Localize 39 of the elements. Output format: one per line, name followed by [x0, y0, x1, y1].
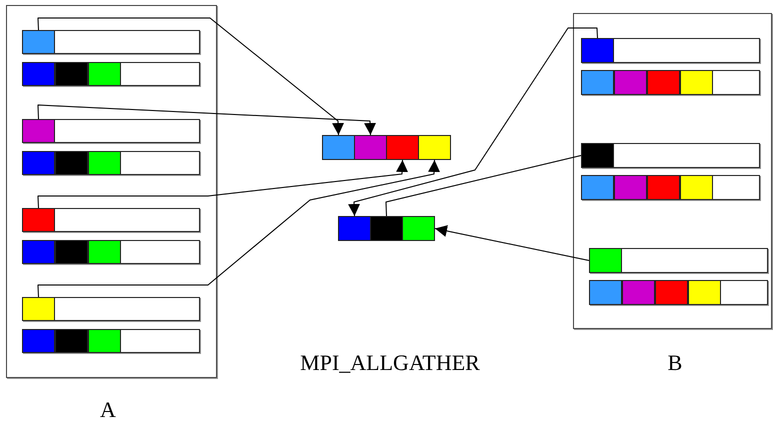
data-block — [338, 216, 371, 241]
data-block — [22, 296, 54, 320]
caption-label: B — [668, 350, 682, 376]
data-block — [22, 118, 54, 142]
buffer-bar — [588, 280, 768, 304]
buffer-bar — [588, 248, 768, 272]
process-panel — [573, 13, 772, 329]
data-block — [402, 216, 435, 241]
buffer-bar — [22, 118, 200, 142]
buffer-bar — [22, 328, 200, 352]
data-block — [22, 30, 54, 54]
data-block — [370, 216, 403, 241]
buffer-bar — [22, 208, 200, 232]
buffer-bar — [580, 70, 760, 94]
buffer-bar — [22, 150, 200, 174]
data-block — [386, 135, 419, 160]
data-block — [354, 135, 387, 160]
arrow — [38, 18, 344, 136]
arrow — [38, 160, 408, 208]
buffer-bar — [22, 240, 200, 264]
arrow — [434, 225, 590, 261]
caption-label: MPI_ALLGATHER — [300, 350, 480, 376]
arrow — [348, 28, 598, 216]
buffer-bar — [580, 174, 760, 200]
data-block — [322, 135, 355, 160]
data-block — [418, 135, 451, 160]
data-block — [580, 38, 614, 62]
buffer-bar — [22, 62, 200, 86]
data-block — [588, 248, 622, 272]
buffer-bar — [22, 30, 200, 54]
process-panel — [6, 5, 217, 378]
caption-label: A — [100, 397, 116, 423]
buffer-bar — [22, 296, 200, 320]
data-block — [22, 208, 54, 232]
arrow — [38, 104, 376, 136]
buffer-bar — [580, 38, 760, 62]
buffer-bar — [580, 142, 760, 168]
arrow — [38, 160, 440, 298]
data-block — [580, 142, 614, 168]
